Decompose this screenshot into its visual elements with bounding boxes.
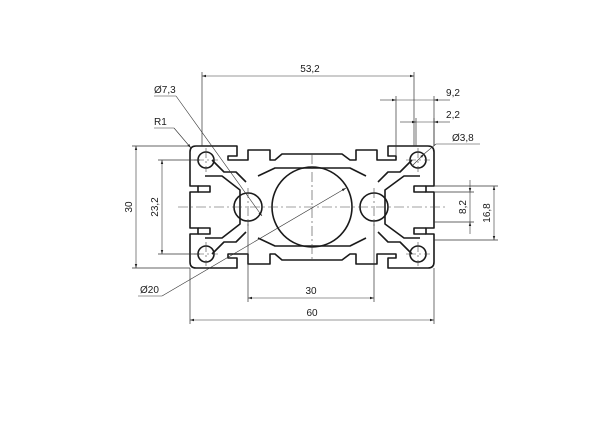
dim-53-2: 53,2	[201, 64, 415, 146]
dim-slot-width: 8,2	[434, 180, 474, 234]
dim-slot-depth: 16,8	[434, 185, 498, 241]
dim-2-2: 2,2	[400, 110, 460, 146]
dim-overall-width: 60	[189, 268, 435, 324]
dim-7-3-label: Ø7,3	[154, 85, 176, 96]
dim-bore-spacing: 30	[247, 221, 375, 302]
dim-radius: R1	[154, 117, 192, 149]
dim-hole-spacing: 23,2	[150, 159, 200, 255]
dim-16-8-label: 16,8	[482, 203, 493, 223]
dim-2-2-label: 2,2	[446, 110, 460, 121]
dim-60-label: 60	[306, 308, 318, 319]
dim-side-bore: Ø7,3	[154, 85, 263, 217]
dim-r1-label: R1	[154, 117, 167, 128]
profile-outline	[189, 145, 435, 269]
dim-30-h-label: 30	[305, 286, 317, 297]
dim-53-2-label: 53,2	[300, 64, 320, 75]
dim-20-label: Ø20	[140, 285, 159, 296]
dim-3-8-label: Ø3,8	[452, 133, 474, 144]
dim-corner-hole: Ø3,8	[411, 133, 480, 167]
dim-8-2-label: 8,2	[458, 200, 469, 214]
dim-23-2-label: 23,2	[150, 197, 161, 217]
dim-30-v-label: 30	[124, 201, 135, 213]
dim-height: 30	[124, 145, 190, 269]
center-lines	[178, 148, 446, 266]
dim-9-2-label: 9,2	[446, 88, 460, 99]
dim-center-bore: Ø20	[138, 187, 347, 297]
